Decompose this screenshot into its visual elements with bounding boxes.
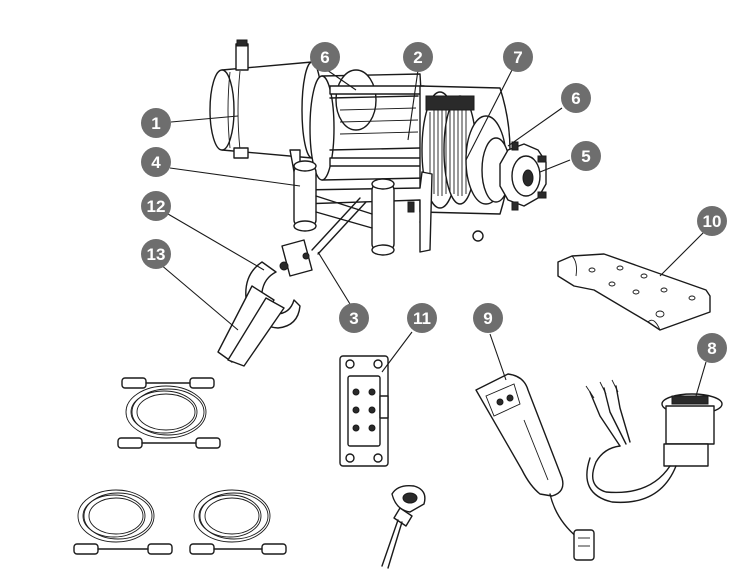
callout-8: 8 [697,333,727,363]
winch-assembly [209,39,547,367]
callout-11-label: 11 [413,309,431,328]
callout-6a: 6 [310,42,340,72]
callout-11: 11 [407,303,437,333]
callout-3: 3 [339,303,369,333]
handheld-remote [475,373,595,561]
callout-8-label: 8 [707,339,716,358]
callout-1: 1 [141,108,171,138]
callout-7: 7 [503,42,533,72]
callout-2: 2 [403,42,433,72]
callout-4: 4 [141,147,171,177]
plug-dust-cap [381,484,426,569]
callout-13-label: 13 [147,245,166,264]
callout-10: 10 [697,206,727,236]
callout-9: 9 [473,303,503,333]
leader-lines [159,69,707,397]
callout-12: 12 [141,191,171,221]
callout-9-label: 9 [483,309,492,328]
coiled-cable-3 [189,489,287,555]
callout-3-label: 3 [349,309,358,328]
callout-5: 5 [571,141,601,171]
cable-and-hook [217,197,367,367]
clutch-knob [499,141,547,211]
winch-motor [209,39,323,159]
callout-4-label: 4 [151,153,161,172]
callout-10-label: 10 [703,212,722,231]
callout-6b: 6 [561,83,591,113]
mounting-plate [557,253,711,331]
callout-13: 13 [141,239,171,269]
callout-6a-label: 6 [320,48,329,67]
winch-drum [309,69,427,181]
rocker-switch-harness [585,379,723,504]
coiled-cable-2 [73,489,173,555]
callout-5-label: 5 [581,147,590,166]
callout-2-label: 2 [413,48,422,67]
callout-12-label: 12 [147,197,166,216]
coiled-cable-1 [117,377,221,449]
callout-1-label: 1 [151,114,160,133]
winch-gearbox [419,85,511,215]
callout-6b-label: 6 [571,89,580,108]
fairlead-bracket [289,149,433,256]
callout-7-label: 7 [513,48,522,67]
contactor-box [339,355,389,467]
